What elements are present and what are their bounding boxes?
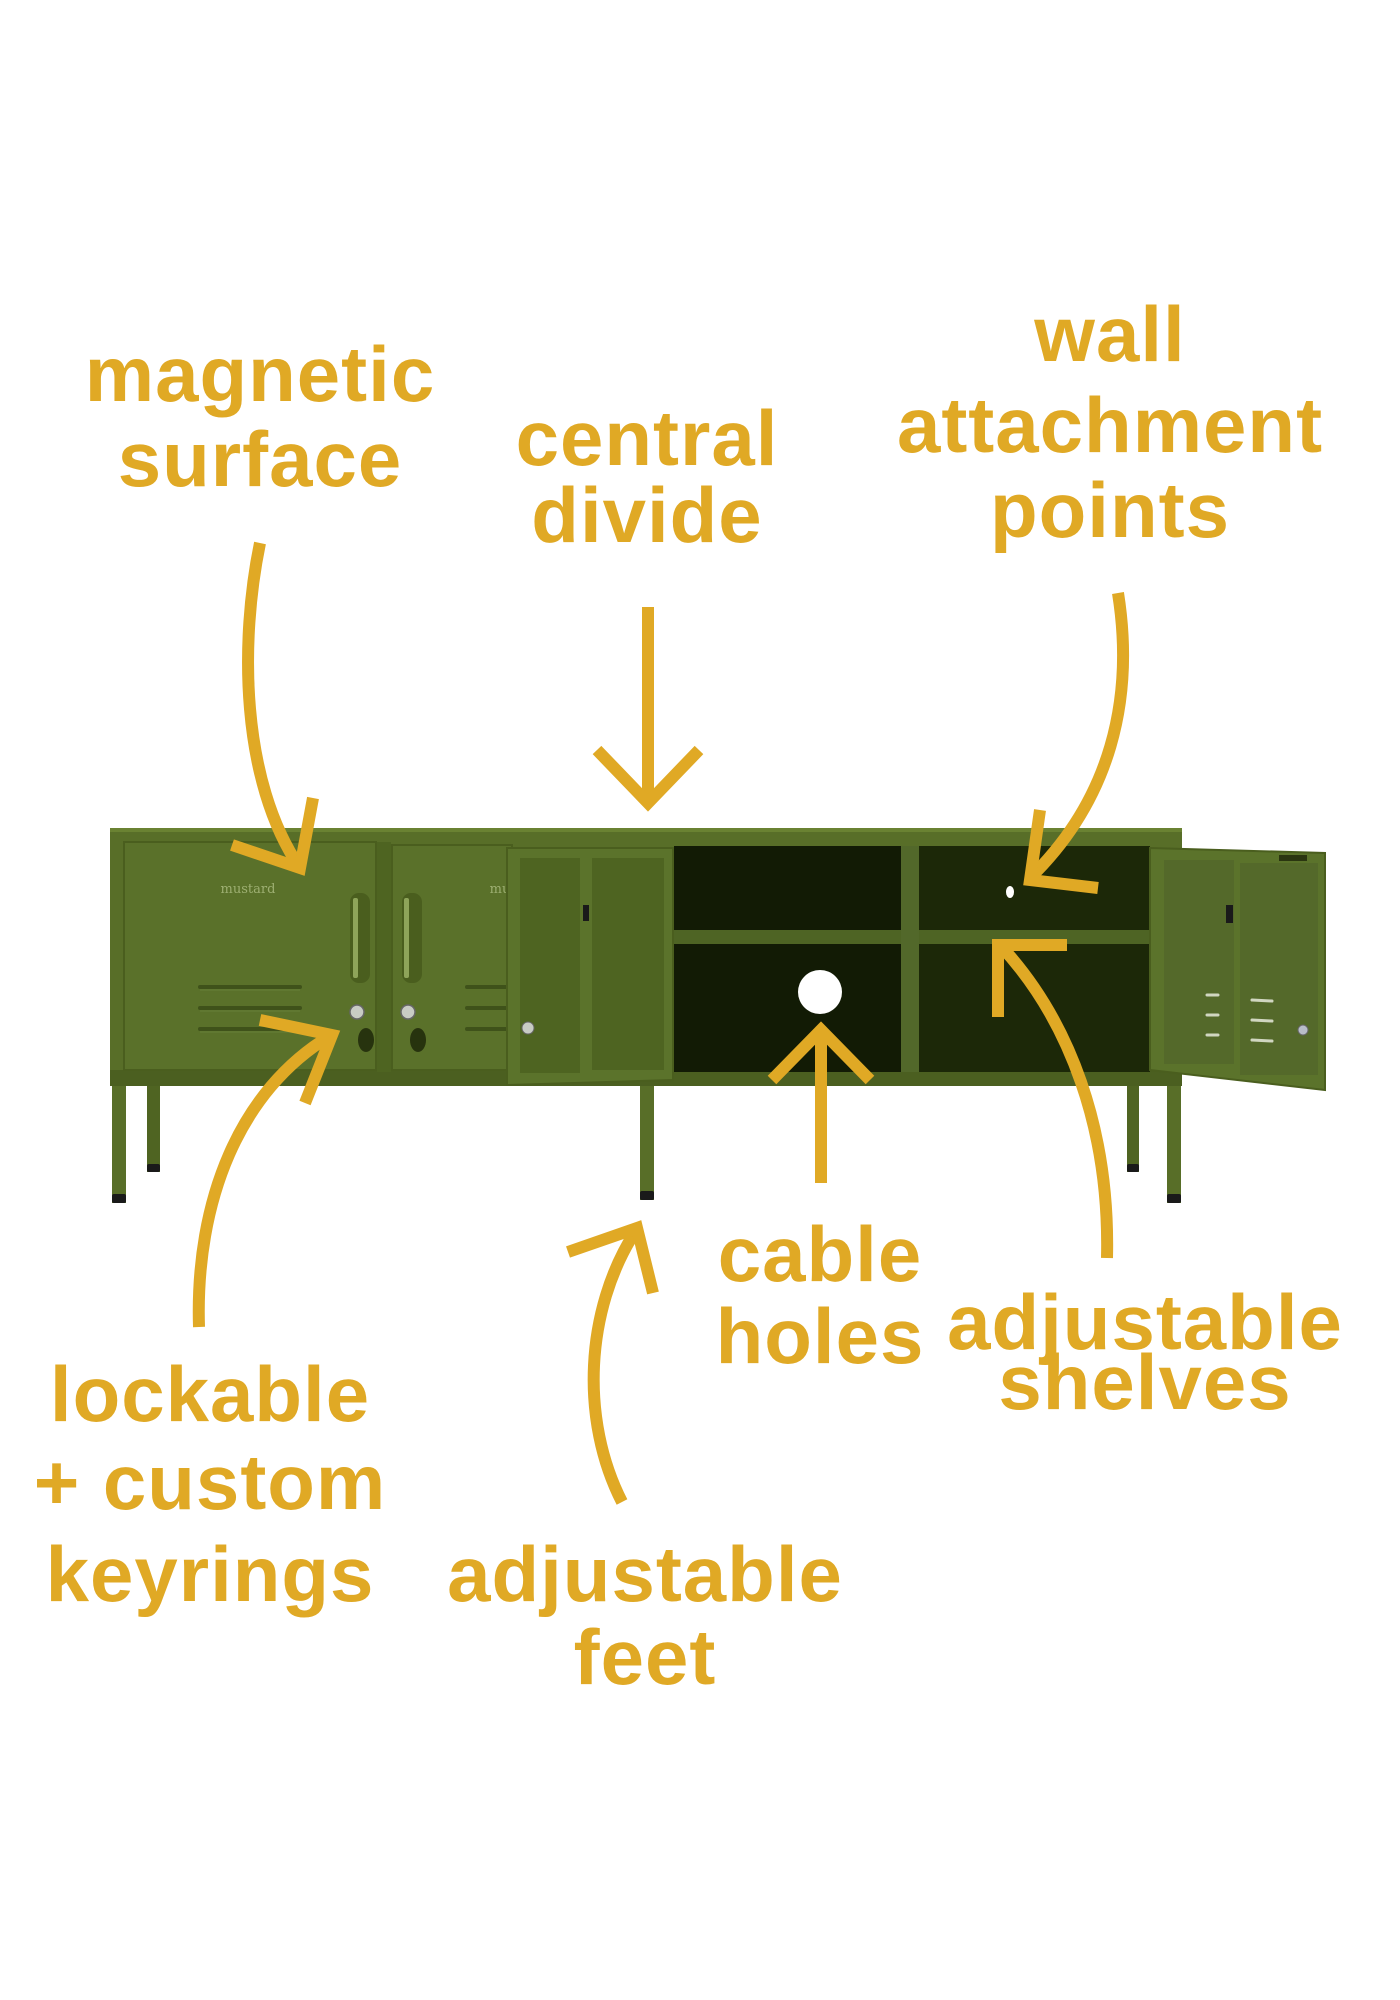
callout-line: wall <box>1034 290 1186 378</box>
callout-line: attachment <box>896 381 1324 469</box>
callout-line: points <box>990 466 1230 554</box>
callout-adjustable-shelves: adjustable shelves <box>930 1278 1360 1426</box>
sideboard-cabinet: mustard mu <box>110 828 1326 1203</box>
arrow-adjustable-shelves <box>992 939 1114 1259</box>
arrow-adjustable-feet <box>566 1220 659 1505</box>
callout-wall-attachment-points: wall attachment points <box>860 290 1360 554</box>
callout-line: adjustable <box>947 1278 1343 1366</box>
callout-line: surface <box>117 415 403 503</box>
callout-adjustable-feet: adjustable feet <box>430 1530 860 1701</box>
arrow-magnetic-surface <box>230 541 319 876</box>
callout-line: feet <box>573 1613 717 1701</box>
callout-line: adjustable <box>447 1530 843 1618</box>
callout-line: magnetic <box>84 330 436 418</box>
callout-central-divide: central divide <box>497 394 797 559</box>
callout-line: keyrings <box>45 1530 375 1618</box>
arrow-wall-attachment <box>1023 592 1129 894</box>
callout-line: holes <box>715 1292 925 1380</box>
svg-text:mu: mu <box>490 882 511 897</box>
callout-cable-holes: cable holes <box>700 1210 940 1380</box>
callout-line: + custom <box>33 1438 387 1526</box>
callout-magnetic-surface: magnetic surface <box>60 330 460 503</box>
arrow-central-divide <box>592 607 704 812</box>
arrow-lockable <box>192 1014 341 1328</box>
callout-line: central <box>515 394 779 482</box>
callout-line: cable <box>717 1210 923 1298</box>
wall-attachment-hole <box>1006 886 1014 898</box>
callout-lockable-keyrings: lockable + custom keyrings <box>20 1350 400 1618</box>
callout-line: shelves <box>998 1338 1292 1426</box>
callout-line: lockable <box>49 1350 371 1438</box>
brand-logo: mustard <box>221 882 276 897</box>
arrow-cable-holes <box>767 1021 875 1183</box>
callout-line: divide <box>531 471 763 559</box>
cable-hole <box>798 970 842 1014</box>
